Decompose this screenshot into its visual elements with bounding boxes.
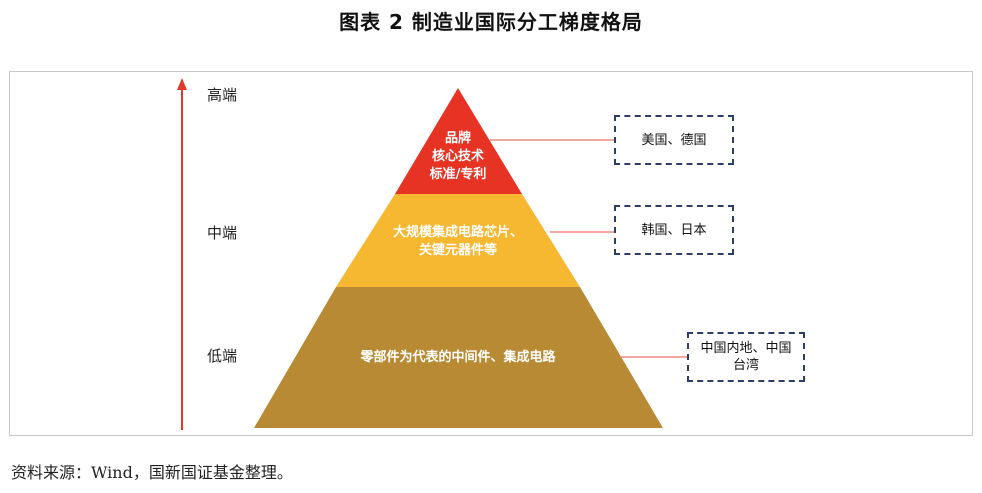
pyramid-middle-text: 大规模集成电路芯片、 关键元器件等 (368, 224, 548, 260)
pyramid-top-line1: 品牌 (444, 131, 471, 146)
country-box-top: 美国、德国 (614, 115, 734, 165)
vertical-axis-arrowhead (177, 78, 187, 90)
pyramid-top-line2: 核心技术 (431, 149, 484, 164)
pyramid-bottom-layer (254, 287, 663, 428)
pyramid-top-text: 品牌 核心技术 标准/专利 (408, 130, 508, 184)
tier-label-mid: 中端 (207, 224, 238, 242)
source-note: 资料来源：Wind，国新国证基金整理。 (11, 463, 293, 482)
diagram-frame (9, 71, 973, 436)
country-middle-label: 韩国、日本 (641, 222, 707, 238)
country-box-bottom: 中国内地、中国 台湾 (687, 332, 805, 382)
country-top-label: 美国、德国 (641, 132, 707, 148)
pyramid-bottom-line1: 零部件为代表的中间件、集成电路 (360, 350, 556, 365)
pyramid-top-line3: 标准/专利 (429, 167, 487, 182)
figure-title: 图表 2 制造业国际分工梯度格局 (339, 10, 643, 34)
pyramid-bottom-text: 零部件为代表的中间件、集成电路 (318, 349, 598, 367)
pyramid-middle-layer (336, 194, 580, 287)
pyramid-middle-line1: 大规模集成电路芯片、 (392, 225, 523, 240)
tier-label-high: 高端 (207, 86, 238, 104)
country-bottom-line1: 中国内地、中国 (700, 341, 792, 356)
pyramid-middle-line2: 关键元器件等 (418, 243, 497, 258)
pyramid-top-layer (395, 88, 522, 194)
country-bottom-line2: 台湾 (732, 358, 759, 373)
tier-label-low: 低端 (207, 347, 238, 365)
country-box-middle: 韩国、日本 (614, 205, 734, 255)
